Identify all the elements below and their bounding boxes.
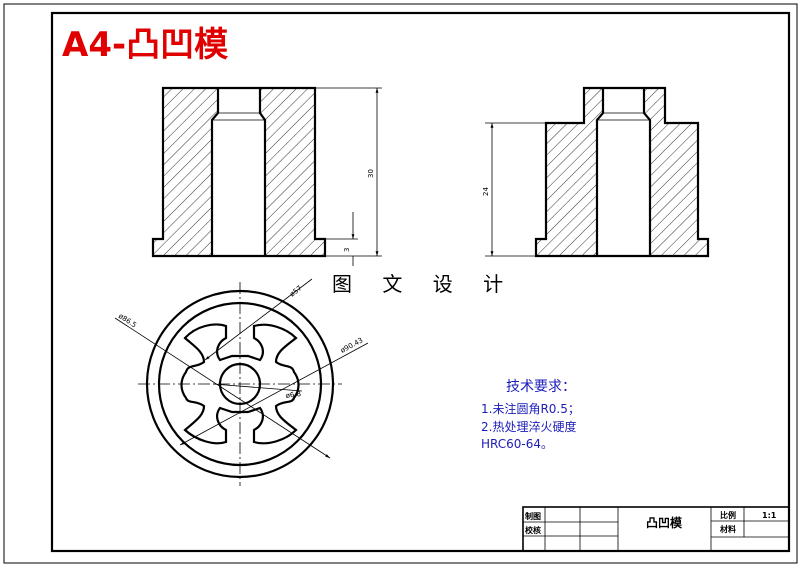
tech-requirements: 技术要求： 1.未注圆角R0.5； 2.热处理淬火硬度 HRC60-64。 — [481, 379, 580, 451]
tech-item-1: 1.未注圆角R0.5； — [481, 401, 580, 416]
checked-by-label: 校核 — [525, 525, 541, 535]
tech-item-2: 2.热处理淬火硬度 — [481, 419, 576, 434]
stamp-text: 图 文 设 计 — [332, 272, 515, 296]
dim-hole-dia: ø6.8 — [285, 390, 301, 400]
dim-slot-dia: ø57 — [288, 284, 303, 298]
drawn-by-label: 制图 — [525, 511, 541, 521]
part-name: 凸凹模 — [646, 515, 683, 530]
tech-item-3: HRC60-64。 — [481, 437, 553, 451]
dim-height-30: 30 — [367, 169, 375, 178]
dim-flange-3: 3 — [343, 248, 351, 252]
title-block: 制图 校核 凸凹模 比例 1:1 材料 — [522, 506, 790, 552]
left-section-view: 30 3 — [151, 86, 382, 266]
material-label: 材料 — [720, 524, 736, 534]
scale-value: 1:1 — [762, 511, 777, 520]
drawing-title: A4-凸凹模 — [62, 25, 228, 65]
inner-frame — [50, 11, 791, 553]
right-section-view: 24 — [482, 86, 710, 258]
outer-border — [3, 3, 798, 564]
dim-inner-dia: ø86.5 — [117, 312, 138, 330]
tech-heading: 技术要求： — [506, 379, 576, 395]
scale-label: 比例 — [720, 510, 736, 520]
dim-height-24: 24 — [482, 187, 490, 196]
plan-view: ø57 ø90.43 ø86.5 ø6.8 — [114, 278, 369, 486]
